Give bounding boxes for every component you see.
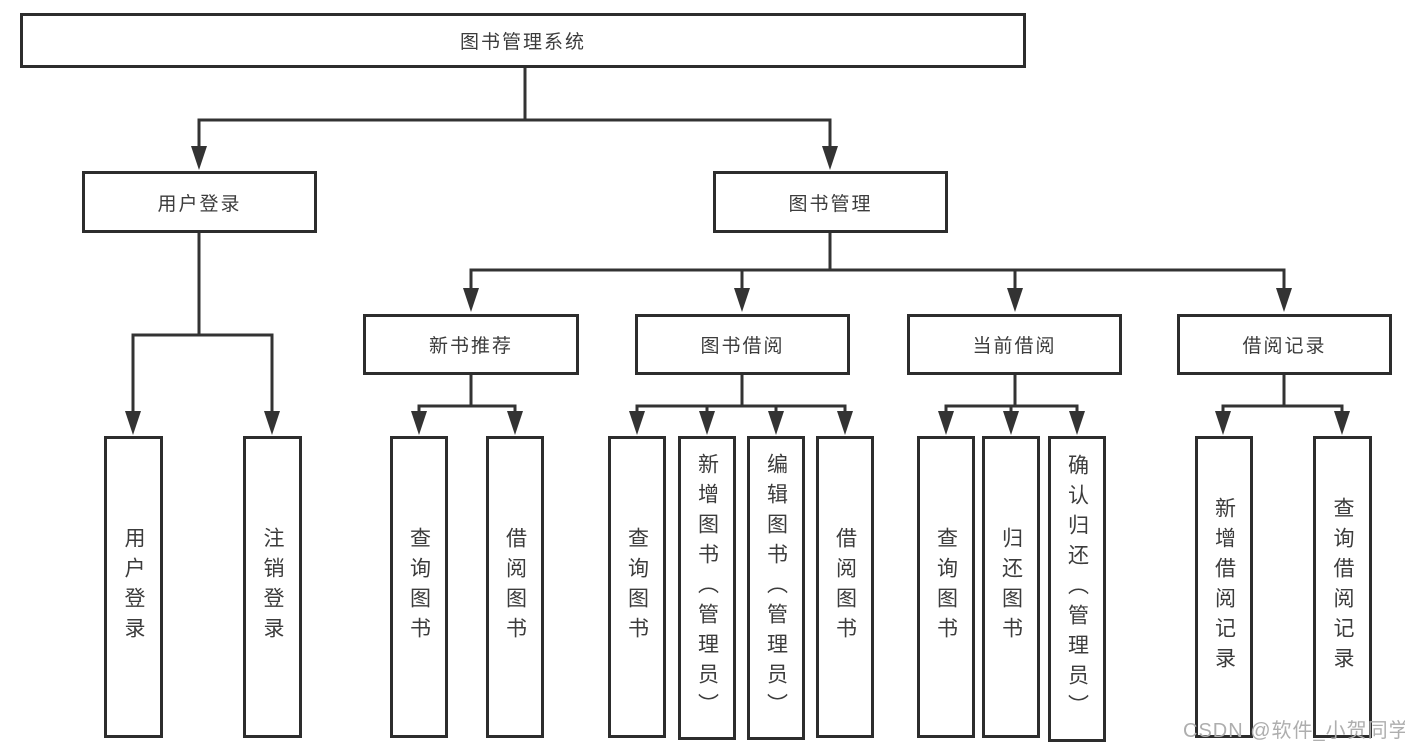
- node-br-query-record: 查询借阅记录: [1313, 436, 1372, 738]
- node-label: 查询图书: [934, 527, 958, 647]
- node-label: 查询图书: [407, 527, 431, 647]
- node-current-borrowing: 当前借阅: [907, 314, 1122, 375]
- node-label: 归还图书: [999, 527, 1023, 647]
- node-label: 用户登录: [122, 527, 145, 647]
- node-label: 借阅记录: [1242, 336, 1327, 357]
- node-rec-query-books: 查询图书: [390, 436, 448, 738]
- node-label: 注销登录: [261, 527, 284, 647]
- node-new-book-recommendation: 新书推荐: [363, 314, 579, 375]
- node-bb-query-books: 查询图书: [608, 436, 666, 738]
- node-label: 查询借阅记录: [1331, 497, 1354, 677]
- node-label: 借阅图书: [833, 527, 857, 647]
- node-label: 编辑图书（管理员）: [764, 453, 788, 723]
- node-label: 图书管理系统: [459, 32, 586, 53]
- node-label: 图书借阅: [700, 336, 785, 357]
- node-label: 新书推荐: [428, 336, 513, 357]
- node-cb-return-books: 归还图书: [982, 436, 1040, 738]
- node-label: 确认归还（管理员）: [1065, 454, 1089, 724]
- node-label: 新增借阅记录: [1212, 497, 1236, 677]
- node-bb-edit-books-admin: 编辑图书（管理员）: [747, 436, 805, 740]
- node-rec-borrow-books: 借阅图书: [486, 436, 544, 738]
- node-label: 借阅图书: [503, 527, 527, 647]
- node-library-management-system: 图书管理系统: [20, 13, 1026, 68]
- node-book-management: 图书管理: [713, 171, 948, 233]
- node-user-login: 用户登录: [82, 171, 317, 233]
- node-br-add-record: 新增借阅记录: [1195, 436, 1253, 738]
- node-cb-query-books: 查询图书: [917, 436, 975, 738]
- node-label: 当前借阅: [972, 336, 1057, 357]
- node-label: 新增图书（管理员）: [695, 453, 719, 723]
- node-cb-confirm-return-admin: 确认归还（管理员）: [1048, 436, 1106, 742]
- node-logout-leaf: 注销登录: [243, 436, 302, 738]
- node-label: 图书管理: [788, 193, 873, 215]
- node-label: 用户登录: [157, 193, 242, 215]
- node-user-login-leaf: 用户登录: [104, 436, 163, 738]
- node-borrowing-records: 借阅记录: [1177, 314, 1392, 375]
- node-bb-add-books-admin: 新增图书（管理员）: [678, 436, 736, 740]
- node-label: 查询图书: [625, 527, 649, 647]
- node-bb-borrow-books: 借阅图书: [816, 436, 874, 738]
- watermark: CSDN @软件_小贺同学: [1183, 720, 1405, 742]
- node-book-borrowing: 图书借阅: [635, 314, 850, 375]
- arrowheads: [125, 146, 1350, 435]
